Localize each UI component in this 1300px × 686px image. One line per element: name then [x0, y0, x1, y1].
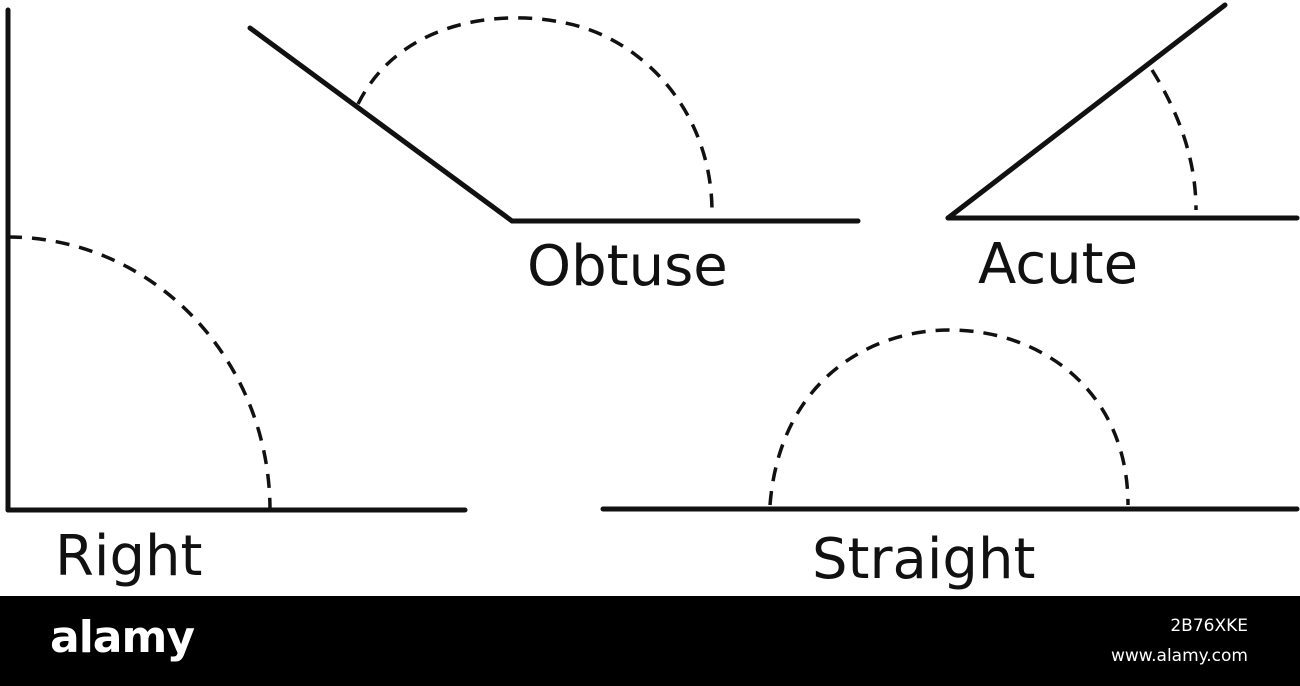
acute-angle-arc	[1150, 69, 1198, 211]
acute-angle-slanted-ray	[945, 2, 1228, 221]
right-angle-arc	[7, 235, 272, 511]
obtuse-angle-label: Obtuse	[527, 234, 728, 299]
acute-angle-label: Acute	[978, 232, 1138, 297]
straight-angle: Straight	[600, 328, 1300, 592]
straight-angle-label: Straight	[812, 527, 1035, 592]
acute-angle: Acute	[945, 2, 1300, 297]
straight-angle-arc	[768, 328, 1130, 506]
angles-diagram: Right Obtuse Acute Straight	[5, 2, 1300, 592]
obtuse-angle-slanted-ray	[247, 25, 515, 224]
site-url: www.alamy.com	[1110, 646, 1248, 666]
alamy-logo: alamy	[50, 612, 195, 663]
obtuse-angle: Obtuse	[247, 16, 861, 299]
obtuse-angle-arc	[356, 16, 714, 213]
right-angle: Right	[5, 7, 468, 589]
watermark-footer: alamy 2B76XKE www.alamy.com	[0, 596, 1300, 686]
right-angle-label: Right	[55, 524, 202, 589]
image-id: 2B76XKE	[1170, 616, 1248, 636]
